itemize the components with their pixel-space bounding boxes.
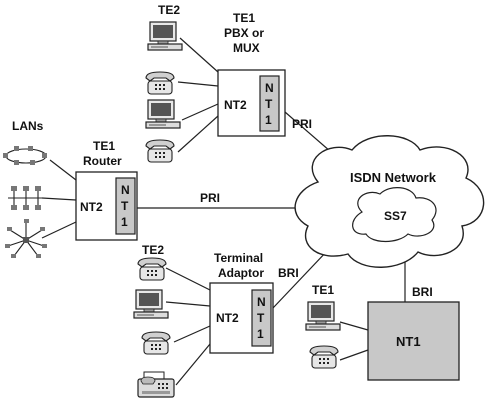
ta-nt2-label: NT2	[216, 311, 239, 325]
router-type-label: Router	[83, 154, 122, 168]
pbx-nt2-label: NT2	[224, 98, 247, 112]
ta-nt1-letter-1: 1	[257, 327, 264, 341]
router-nt2-label: NT2	[80, 200, 103, 214]
pbx-nt1-letter-1: 1	[265, 113, 272, 127]
router-nt1-letter-t: T	[121, 199, 129, 213]
pbx-telephone-icon	[145, 71, 175, 95]
pbx-nt1-letter-t: T	[265, 97, 273, 111]
pbx-computer-icon-2	[145, 99, 181, 129]
pbx-te2-label: TE2	[158, 3, 180, 17]
ss7-cloud	[352, 187, 437, 243]
pbx-link-phone2	[177, 115, 219, 153]
ta-nt1-box	[251, 289, 272, 347]
pbx-te1-label: TE1	[233, 11, 255, 25]
pbx-type-line2: MUX	[233, 41, 260, 55]
pbx-nt1-letter-n: N	[265, 81, 274, 95]
ta-link-phone1	[165, 267, 211, 291]
lan-link-bus	[41, 197, 77, 201]
pbx-nt1-box	[259, 75, 280, 132]
ta-link-computer	[165, 301, 211, 307]
pbx-telephone-icon-2	[145, 139, 175, 163]
pbx-computer-icon	[147, 21, 183, 51]
direct-nt1-label: NT1	[396, 334, 421, 349]
router-te1-label: TE1	[93, 139, 115, 153]
ta-nt1-letter-t: T	[257, 311, 265, 325]
ta-type-line2: Adaptor	[218, 266, 264, 280]
pbx-link-phone1	[177, 81, 219, 87]
nt1-link-phone	[339, 349, 369, 361]
router-nt1-letter-1: 1	[121, 215, 128, 229]
isdn-network-label: ISDN Network	[350, 170, 437, 185]
router-nt1-box	[115, 177, 136, 235]
pbx-type-line1: PBX or	[224, 26, 264, 40]
pbx-link-computer	[181, 103, 219, 121]
direct-computer-icon	[305, 301, 341, 331]
direct-telephone-icon	[309, 345, 339, 369]
ta-link-phone2	[173, 325, 211, 343]
ta-link-fax	[175, 343, 211, 386]
ta-te2-label: TE2	[142, 243, 164, 257]
direct-nt1-box	[367, 301, 460, 381]
lan-link-ring	[49, 159, 77, 181]
lan-bus-icon	[8, 186, 42, 210]
lan-link-star	[41, 221, 77, 239]
lan-star-icon	[5, 219, 47, 258]
router-pri-label: PRI	[200, 191, 220, 205]
ta-fax-icon	[137, 371, 175, 398]
ta-telephone-icon	[137, 257, 167, 281]
pbx-pri-label: PRI	[292, 117, 312, 131]
direct-te1-label: TE1	[312, 283, 334, 297]
nt1-link-computer	[339, 321, 369, 331]
ta-bri-line	[272, 249, 329, 309]
router-nt1-letter-n: N	[121, 183, 130, 197]
ta-nt1-letter-n: N	[257, 295, 266, 309]
ta-telephone-icon-2	[141, 331, 171, 355]
ta-type-line1: Terminal	[214, 251, 263, 265]
pbx-link-te2	[179, 37, 219, 73]
direct-bri-label: BRI	[412, 285, 433, 299]
lan-ring-icon	[3, 146, 47, 165]
ta-bri-label: BRI	[278, 266, 299, 280]
ss7-label: SS7	[384, 209, 407, 223]
ta-computer-icon	[133, 289, 169, 319]
lans-label: LANs	[12, 119, 44, 133]
